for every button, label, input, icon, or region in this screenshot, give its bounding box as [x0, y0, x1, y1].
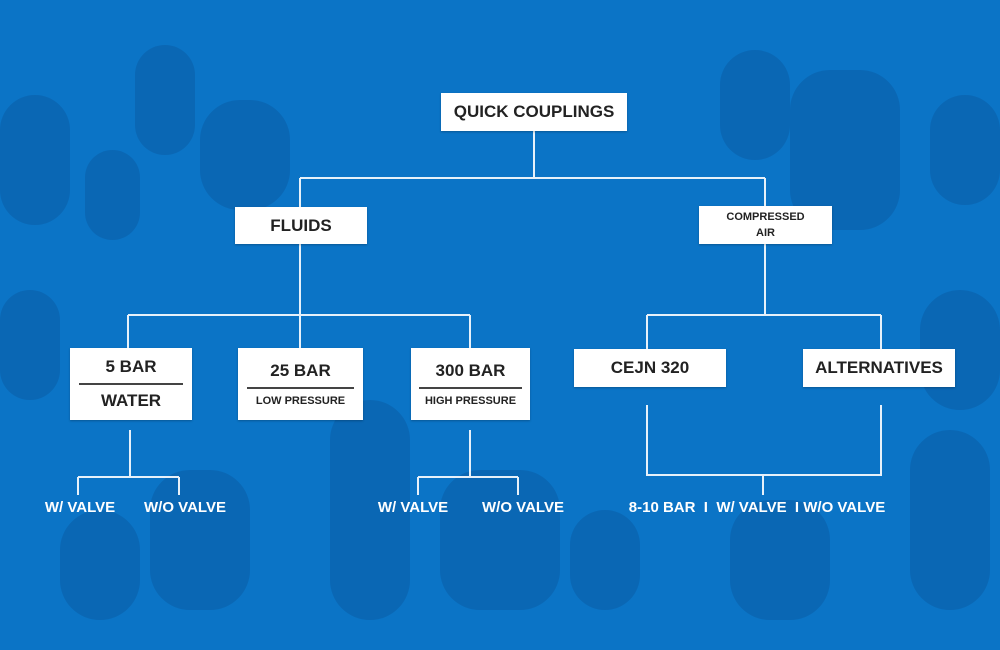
cejn-320-label: CEJN 320 — [610, 358, 690, 377]
background-coupling-shape — [910, 430, 990, 610]
background-coupling-shape — [150, 470, 250, 610]
connector-300bar — [417, 430, 519, 495]
background-coupling-shape — [200, 100, 290, 210]
connector-air — [646, 244, 882, 349]
25-bar-node: 25 BAR LOW PRESSURE — [238, 348, 363, 420]
cejn-320-node: CEJN 320 — [574, 349, 726, 387]
connector-5bar — [77, 430, 180, 495]
300-bar-title: 300 BAR — [435, 361, 506, 380]
background-coupling-shape — [330, 400, 410, 620]
compressed-air-label-2: AIR — [756, 227, 775, 239]
background-coupling-shape — [930, 95, 1000, 205]
background-coupling-shape — [135, 45, 195, 155]
divider — [419, 387, 522, 389]
300-bar-node: 300 BAR HIGH PRESSURE — [411, 348, 530, 420]
background-coupling-shape — [730, 500, 830, 620]
alternatives-node: ALTERNATIVES — [803, 349, 955, 387]
background-coupling-shape — [0, 290, 60, 400]
root-label: QUICK COUPLINGS — [453, 102, 615, 121]
background-coupling-shape — [790, 70, 900, 230]
divider — [78, 383, 184, 385]
background-coupling-shape — [0, 95, 70, 225]
divider — [246, 387, 355, 389]
300-bar-subtitle: HIGH PRESSURE — [424, 395, 517, 407]
300-bar-with-valve: W/ VALVE — [377, 499, 449, 516]
connector-fluids — [127, 244, 471, 348]
300-bar-without-valve: W/O VALVE — [482, 499, 564, 516]
fluids-label: FLUIDS — [270, 215, 332, 235]
air-shared-leaf: 8-10 BAR I W/ VALVE I W/O VALVE — [628, 499, 886, 516]
connector-root — [299, 131, 766, 207]
25-bar-title: 25 BAR — [270, 361, 331, 380]
5-bar-node: 5 BAR WATER — [70, 348, 192, 420]
25-bar-subtitle: LOW PRESSURE — [255, 395, 346, 407]
background-coupling-shape — [60, 510, 140, 620]
alternatives-label: ALTERNATIVES — [815, 358, 943, 377]
background-coupling-shape — [720, 50, 790, 160]
5-bar-subtitle: WATER — [100, 391, 162, 410]
5-bar-title: 5 BAR — [105, 357, 157, 376]
background-coupling-shape — [570, 510, 640, 610]
connector-air-leaves — [646, 405, 882, 495]
background-coupling-shape — [440, 470, 560, 610]
compressed-air-label-1: COMPRESSED — [726, 211, 805, 223]
5-bar-without-valve: W/O VALVE — [144, 499, 226, 516]
fluids-node: FLUIDS — [235, 207, 367, 244]
compressed-air-node: COMPRESSED AIR — [699, 206, 832, 244]
5-bar-with-valve: W/ VALVE — [44, 499, 116, 516]
root-node: QUICK COUPLINGS — [441, 93, 627, 131]
background-coupling-shape — [85, 150, 140, 240]
